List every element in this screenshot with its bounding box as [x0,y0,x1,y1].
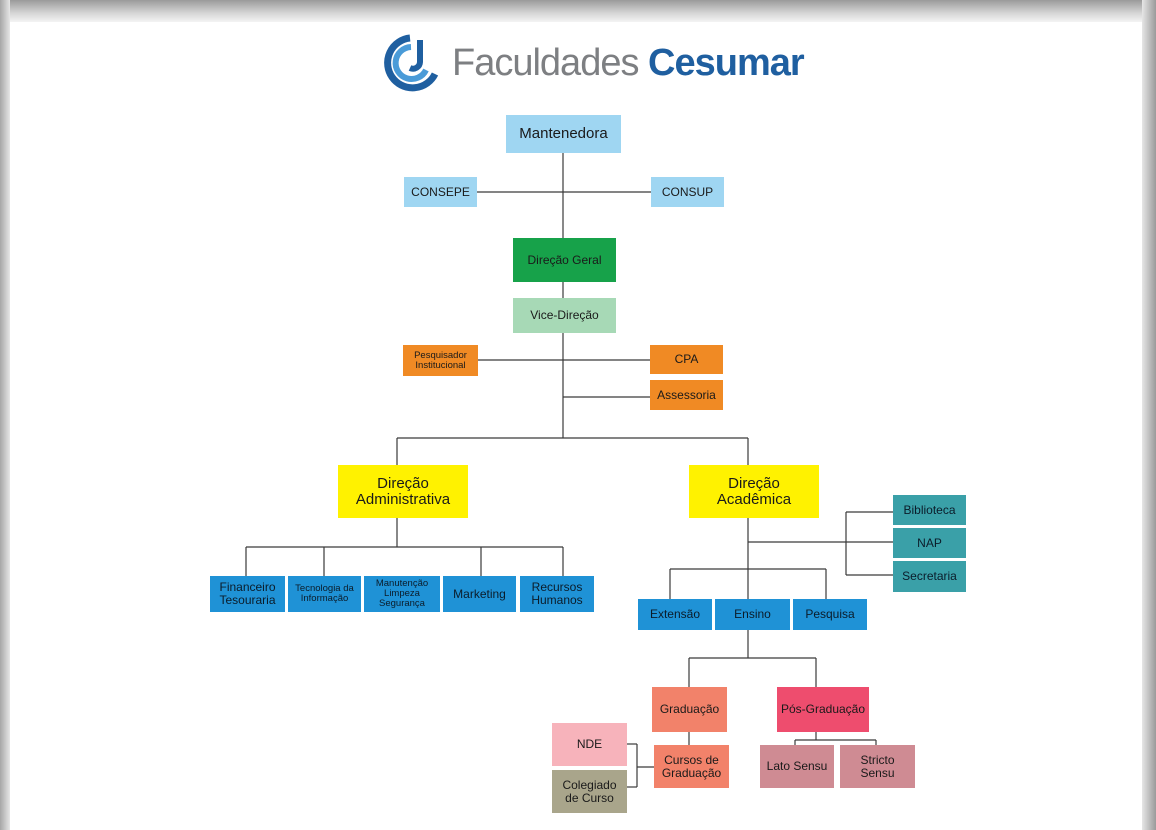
node-pos-graduacao-label: Pós-Graduação [780,702,866,717]
node-marketing: Marketing [443,576,516,612]
node-manutencao-limpeza-seguranca: Manutenção Limpeza Segurança [364,576,440,612]
node-colegiado-line2: de Curso [565,790,614,805]
node-lato-sensu-label: Lato Sensu [766,759,828,774]
node-biblioteca-label: Biblioteca [903,502,956,517]
node-secretaria: Secretaria [893,561,966,592]
node-financeiro-line1: Financeiro [219,580,276,595]
node-pesquisador-institucional: Pesquisador Institucional [403,345,478,376]
node-graduacao-label: Graduação [659,702,720,717]
node-colegiado-curso: Colegiado de Curso [552,770,627,813]
node-ensino: Ensino [715,599,790,630]
node-direcao-administrativa-line2: Administrativa [355,490,451,508]
node-recursos-humanos-line2: Humanos [531,593,583,607]
node-mantenedora-label: Mantenedora [519,125,608,143]
faculdades-cesumar-logo: Faculdades Cesumar [380,34,810,92]
node-pos-graduacao: Pós-Graduação [777,687,869,732]
node-consepe: CONSEPE [404,177,477,207]
node-pesquisador-line1: Pesquisador [414,349,467,361]
node-recursos-humanos: Recursos Humanos [520,576,594,612]
node-consepe-label: CONSEPE [411,184,470,199]
node-colegiado-line1: Colegiado [562,777,617,792]
frame-left-border [0,0,10,830]
node-marketing-label: Marketing [453,586,506,601]
node-manutencao-line3: Segurança [379,597,425,609]
node-stricto-sensu-line2: Sensu [860,765,895,780]
node-stricto-sensu: Stricto Sensu [840,745,915,788]
node-biblioteca: Biblioteca [893,495,966,525]
node-mantenedora: Mantenedora [506,115,621,153]
node-manutencao-line1: Manutenção [375,578,429,590]
node-graduacao: Graduação [652,687,727,732]
frame-right-border [1142,0,1156,830]
node-cpa-label: CPA [674,352,699,367]
node-financeiro-tesouraria: Financeiro Tesouraria [210,576,285,612]
node-secretaria-label: Secretaria [902,569,957,584]
node-nap-label: NAP [917,535,942,550]
node-manutencao-line2: Limpeza [384,588,420,600]
slide-canvas [10,22,1142,830]
logo-word-cesumar: Cesumar [648,42,805,84]
node-direcao-geral-label: Direção Geral [527,252,602,267]
node-stricto-sensu-line1: Stricto [860,752,895,767]
node-nap: NAP [893,528,966,558]
frame-top-border [0,0,1156,22]
node-assessoria: Assessoria [650,380,723,410]
node-cursos-graduacao-line1: Cursos de [664,752,719,767]
node-extensao-label: Extensão [649,607,701,622]
node-direcao-academica-line1: Direção [728,474,780,492]
node-vice-direcao: Vice-Direção [513,298,616,333]
node-financeiro-line2: Tesouraria [219,593,276,607]
node-nde-label: NDE [576,737,603,752]
node-pesquisador-line2: Institucional [415,359,466,371]
node-cpa: CPA [650,345,723,374]
cesumar-emblem-icon [384,34,439,92]
logo-word-faculdades: Faculdades [452,42,639,84]
node-tecnologia-informacao: Tecnologia da Informação [288,576,361,612]
node-assessoria-label: Assessoria [657,387,716,402]
node-direcao-geral: Direção Geral [513,238,616,282]
node-cursos-graduacao-line2: Graduação [661,765,722,780]
node-extensao: Extensão [638,599,712,630]
logo-wordmark: Faculdades Cesumar [452,40,805,86]
node-ensino-label: Ensino [734,607,771,622]
node-consup: CONSUP [651,177,724,207]
node-direcao-academica-line2: Acadêmica [716,490,792,508]
node-recursos-humanos-line1: Recursos [531,580,583,595]
node-pesquisa: Pesquisa [793,599,867,630]
node-nde: NDE [552,723,627,766]
node-direcao-academica: Direção Acadêmica [689,465,819,518]
node-direcao-administrativa: Direção Administrativa [338,465,468,518]
node-vice-direcao-label: Vice-Direção [530,308,599,323]
node-lato-sensu: Lato Sensu [760,745,834,788]
node-consup-label: CONSUP [661,184,714,199]
node-pesquisa-label: Pesquisa [805,607,855,622]
node-cursos-graduacao: Cursos de Graduação [654,745,729,788]
node-tecnologia-line2: Informação [300,593,349,604]
node-direcao-administrativa-line1: Direção [377,474,429,492]
node-tecnologia-line1: Tecnologia da [295,583,354,595]
